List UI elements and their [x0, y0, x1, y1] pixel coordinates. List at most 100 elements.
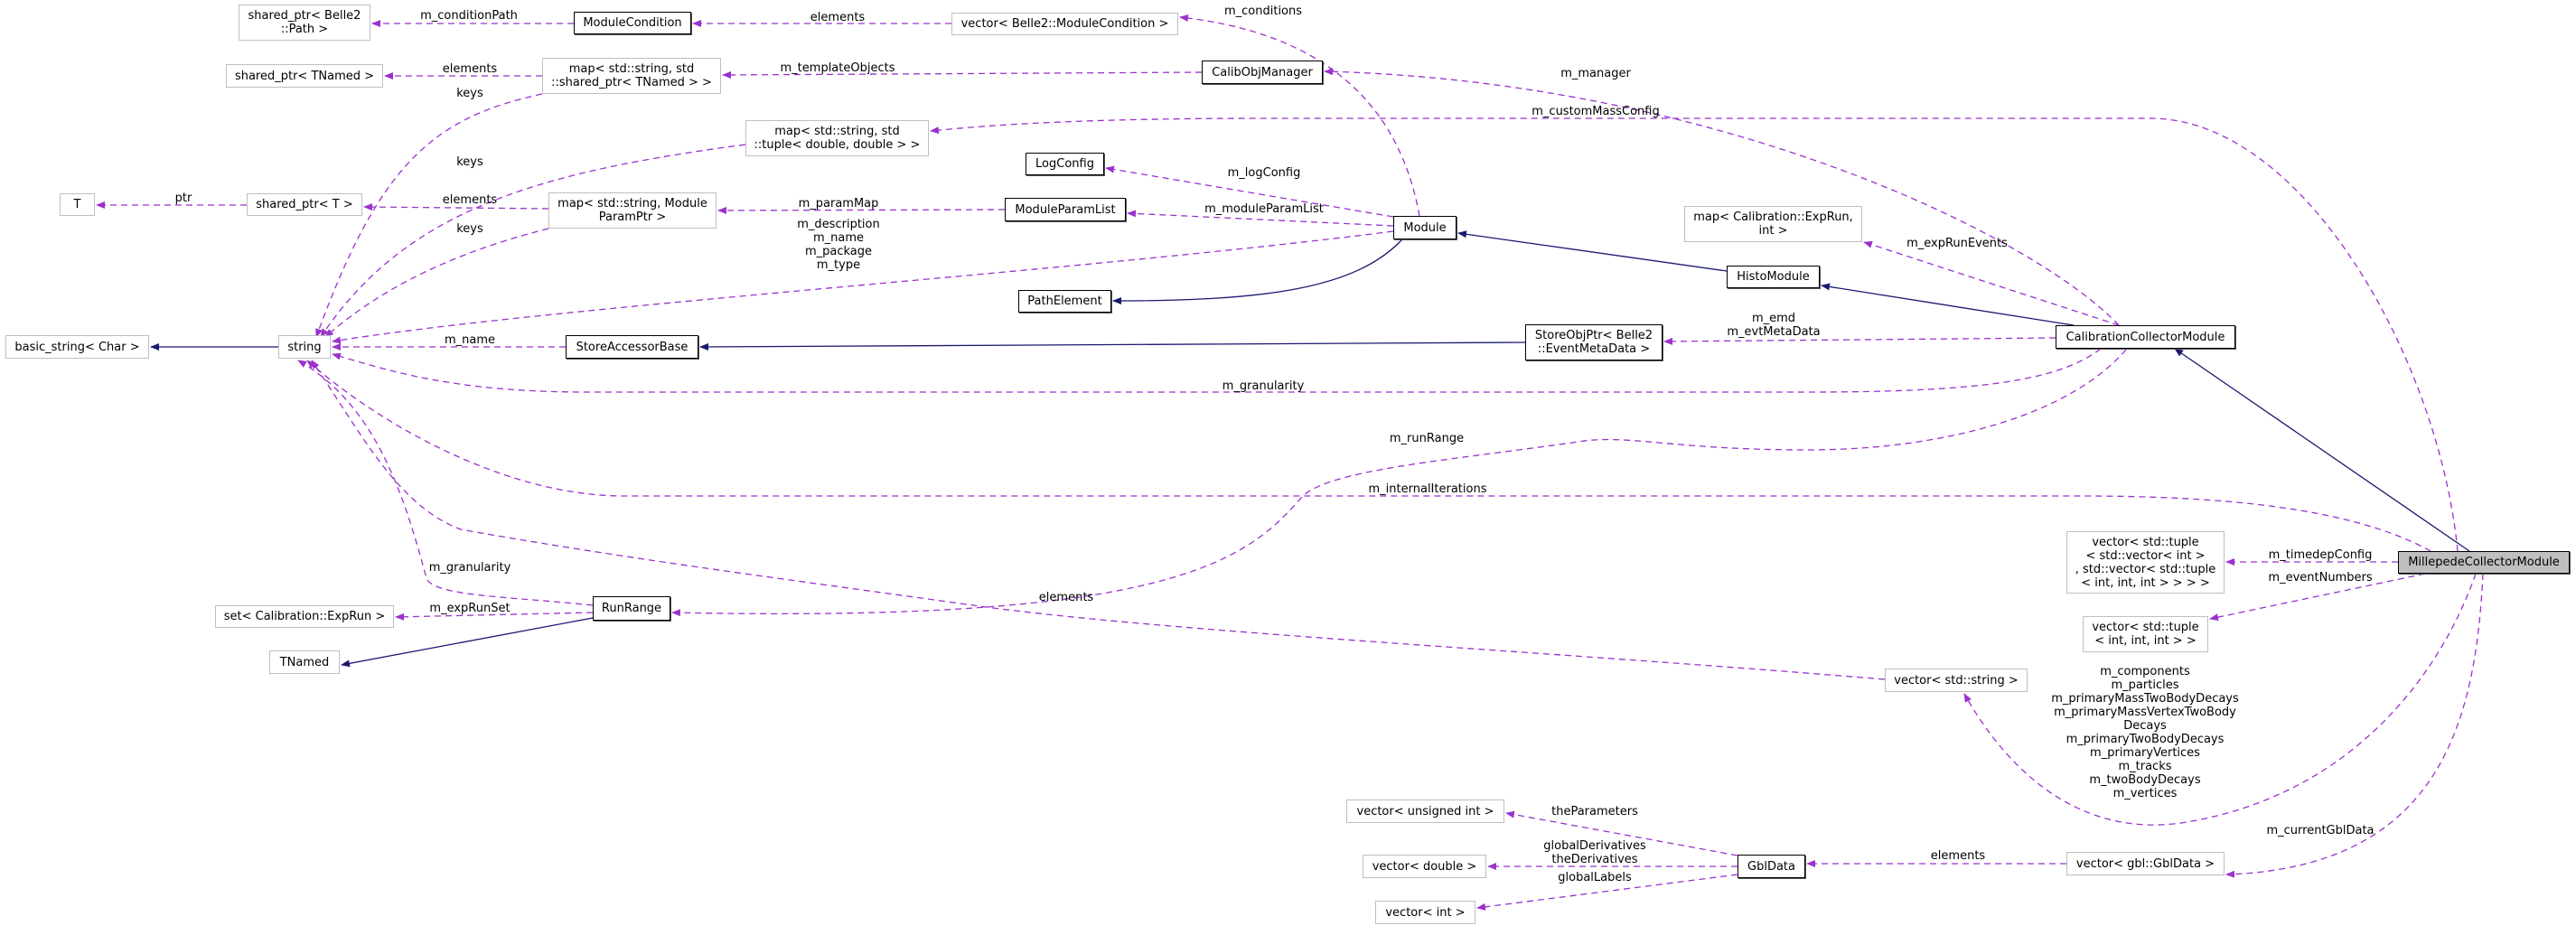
class-node-calibobj[interactable]: CalibObjManager — [1202, 61, 1323, 84]
edge-label: m_currentGblData — [2266, 824, 2375, 837]
edge-label: elements — [810, 11, 866, 24]
edge-label: m_emd m_evtMetaData — [1727, 312, 1821, 339]
edge-label: m_paramMap — [798, 197, 879, 210]
class-node-label: GblData — [1747, 859, 1795, 874]
usage-edge-gbldata-to-vec_uint — [1505, 810, 1738, 856]
class-node-millepede[interactable]: MillepedeCollectorModule — [2398, 551, 2570, 574]
class-node-modcond[interactable]: ModuleCondition — [574, 12, 691, 34]
usage-edge-calibcollector-to-calibobj — [1324, 68, 2120, 326]
edge-label: m_conditionPath — [420, 9, 518, 23]
class-node-histomodule[interactable]: HistoModule — [1727, 266, 1820, 288]
class-node-pathelement[interactable]: PathElement — [1018, 290, 1111, 313]
class-node-vec_gbldata: vector< gbl::GblData > — [2066, 852, 2225, 875]
edge-label: m_logConfig — [1227, 166, 1301, 180]
class-node-label: ModuleCondition — [583, 16, 682, 30]
class-node-vec_timedep: vector< std::tuple< std::vector< int >, … — [2066, 531, 2225, 594]
edge-label: m_expRunEvents — [1906, 237, 2008, 250]
usage-edge-map_param-to-string — [324, 228, 549, 338]
edge-label: elements — [1038, 591, 1094, 604]
class-node-label: map< std::string, std — [774, 125, 900, 138]
usage-edge-calibobj-to-map_tnamed — [722, 70, 1203, 79]
class-node-string: string — [278, 335, 331, 359]
class-node-storeaccessor[interactable]: StoreAccessorBase — [566, 335, 698, 359]
class-node-sp_T: shared_ptr< T > — [247, 193, 362, 216]
class-node-label: T — [73, 198, 81, 211]
edge-label: m_moduleParamList — [1204, 202, 1324, 216]
class-node-label: MillepedeCollectorModule — [2408, 556, 2560, 569]
inheritance-edge-module-to-pathelement — [1112, 239, 1403, 304]
class-node-modparamlist[interactable]: ModuleParamList — [1005, 198, 1126, 221]
usage-edge-module-to-vec_modcond — [1179, 14, 1420, 217]
class-node-label: vector< gbl::GblData > — [2075, 856, 2215, 871]
inheritance-edge-storeobjptr-to-storeaccessor — [699, 341, 1526, 351]
class-node-label: vector< unsigned int > — [1356, 804, 1494, 818]
class-node-storeobjptr[interactable]: StoreObjPtr< Belle2::EventMetaData > — [1525, 324, 1663, 360]
class-node-module[interactable]: Module — [1393, 216, 1457, 239]
edge-label: m_internalIterations — [1368, 482, 1487, 496]
usage-edge-millepede-to-vec_string — [1963, 573, 2477, 826]
class-node-label: ::EventMetaData > — [1537, 342, 1651, 356]
usage-edge-calibcollector-to-runrange — [671, 349, 2127, 617]
class-node-label: PathElement — [1027, 295, 1102, 308]
class-node-calibcollector[interactable]: CalibrationCollectorModule — [2056, 325, 2235, 349]
inheritance-edge-runrange-to-tnamed — [341, 617, 594, 668]
edge-label: m_timedepConfig — [2268, 548, 2373, 562]
class-node-label: StoreAccessorBase — [576, 340, 688, 354]
class-node-label: map< std::string, Module — [557, 197, 707, 210]
edge-label: m_granularity — [428, 561, 511, 575]
class-node-gbldata[interactable]: GblData — [1738, 855, 1805, 878]
class-node-label: Module — [1403, 220, 1447, 235]
class-node-label: vector< std::tuple — [2092, 535, 2199, 549]
usage-edge-vec_string-to-string — [311, 360, 1886, 680]
edge-label: keys — [456, 155, 483, 169]
class-node-label: vector< int > — [1385, 905, 1466, 920]
edge-label: globalDerivatives theDerivatives — [1543, 839, 1646, 866]
class-node-logconfig[interactable]: LogConfig — [1026, 153, 1104, 175]
class-node-label: shared_ptr< T > — [256, 198, 353, 211]
class-node-label: int > — [1758, 224, 1788, 238]
class-node-runrange[interactable]: RunRange — [593, 596, 670, 621]
class-node-tnamed: TNamed — [269, 650, 340, 674]
class-node-label: CalibrationCollectorModule — [2065, 330, 2225, 344]
usage-edge-map_tnamed-to-string — [315, 93, 543, 338]
class-node-label: ::shared_ptr< TNamed > > — [551, 76, 712, 89]
edge-label: elements — [442, 193, 498, 207]
edge-label: globalLabels — [1558, 871, 1632, 884]
usage-edge-module-to-logconfig — [1105, 165, 1394, 218]
edge-label: m_customMassConfig — [1532, 105, 1660, 118]
class-node-label: vector< std::string > — [1894, 673, 2019, 687]
class-node-label: vector< std::tuple — [2092, 621, 2199, 634]
class-node-sp_path: shared_ptr< Belle2::Path > — [239, 5, 370, 41]
usage-edge-calibcollector-to-map_exprun — [1863, 240, 2120, 326]
class-node-label: basic_string< Char > — [14, 340, 140, 354]
usage-edge-gbldata-to-vec_int — [1476, 874, 1738, 911]
edge-label: m_manager — [1560, 67, 1631, 80]
class-node-label: ::tuple< double, double > > — [754, 138, 921, 152]
class-node-vec_string: vector< std::string > — [1885, 669, 2028, 692]
class-node-label: map< std::string, std — [568, 62, 695, 76]
class-node-vec_modcond: vector< Belle2::ModuleCondition > — [951, 13, 1178, 35]
class-node-sp_tnamed: shared_ptr< TNamed > — [226, 64, 383, 88]
usage-edge-millepede-to-string — [306, 360, 2431, 552]
class-node-label: ::Path > — [280, 23, 329, 36]
class-node-basic_string: basic_string< Char > — [5, 335, 149, 359]
class-node-label: vector< Belle2::ModuleCondition > — [960, 17, 1169, 31]
usage-edge-millepede-to-map_tuple — [930, 117, 2459, 552]
class-node-label: ParamPtr > — [598, 210, 667, 224]
usage-edge-millepede-to-vec_tuple3 — [2209, 573, 2426, 622]
usage-edge-runrange-to-string — [297, 360, 594, 606]
class-node-label: LogConfig — [1035, 157, 1094, 171]
usage-edge-calibcollector-to-string — [332, 348, 2102, 393]
class-node-map_tnamed: map< std::string, std::shared_ptr< TName… — [542, 58, 721, 94]
edge-label: elements — [1930, 849, 1986, 863]
edge-label: m_name — [444, 333, 496, 347]
class-node-vec_int: vector< int > — [1375, 901, 1475, 924]
usage-edge-millepede-to-vec_gbldata — [2225, 573, 2484, 878]
edge-label: m_expRunSet — [429, 602, 511, 615]
class-node-label: map< Calibration::ExpRun, — [1693, 210, 1853, 224]
class-node-set_exprun: set< Calibration::ExpRun > — [215, 605, 394, 628]
class-node-label: shared_ptr< TNamed > — [234, 69, 375, 83]
class-node-label: < std::vector< int > — [2085, 548, 2206, 563]
edge-label: keys — [456, 87, 483, 100]
